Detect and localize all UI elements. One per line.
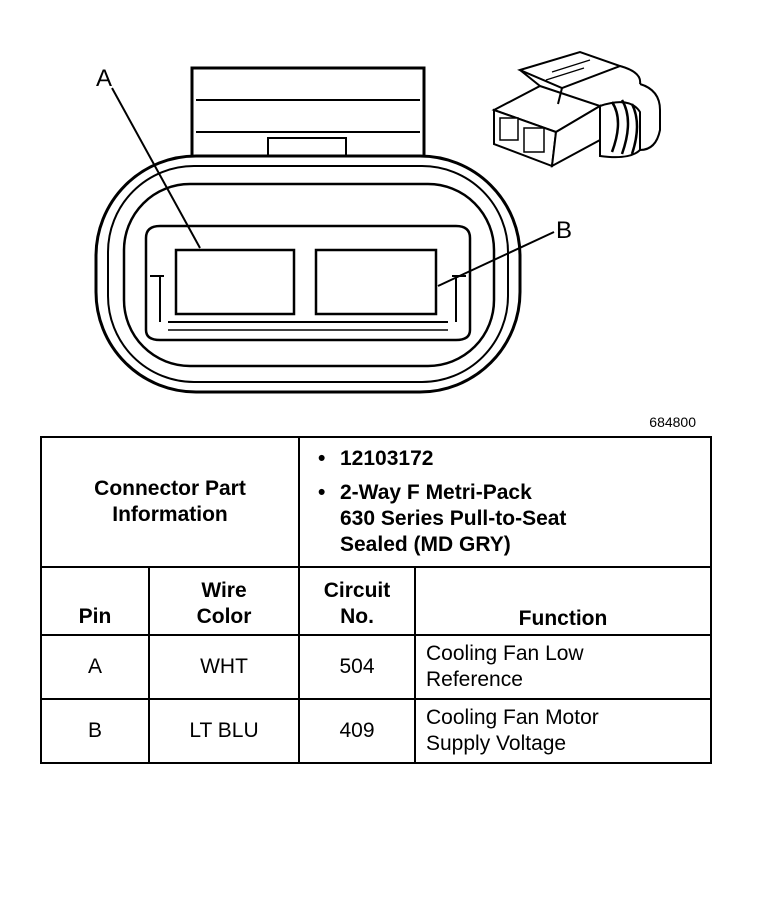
circuit-cell: 504 — [298, 634, 416, 700]
pin-cell: A — [40, 634, 150, 700]
connector-diagram: A B — [94, 50, 661, 394]
wire-color-cell: LT BLU — [148, 698, 300, 764]
part-info-label-line: Information — [112, 503, 228, 526]
part-info-label-line: Connector Part — [94, 477, 246, 500]
part-description-line: Sealed (MD GRY) — [340, 533, 511, 556]
connector-perspective-drawing — [491, 50, 661, 168]
part-description-line: 2-Way F Metri-Pack — [340, 481, 532, 504]
circuit-header: Circuit No. — [298, 566, 416, 636]
table-row: B LT BLU 409 Cooling Fan Motor Supply Vo… — [40, 698, 712, 764]
connector-face-drawing — [94, 66, 522, 394]
part-info-row: Connector Part Information 12103172 2-Wa… — [40, 436, 712, 568]
figure-id: 684800 — [649, 414, 696, 430]
circuit-cell: 409 — [298, 698, 416, 764]
wire-color-header: Wire Color — [148, 566, 300, 636]
pin-cell: B — [40, 698, 150, 764]
part-number: 12103172 — [318, 446, 710, 472]
wire-color-cell: WHT — [148, 634, 300, 700]
pin-header: Pin — [40, 566, 150, 636]
part-description: 2-Way F Metri-Pack 630 Series Pull-to-Se… — [318, 480, 710, 558]
part-info-list: 12103172 2-Way F Metri-Pack 630 Series P… — [300, 446, 710, 558]
part-number-text: 12103172 — [340, 447, 434, 470]
part-info-label: Connector Part Information — [40, 436, 300, 568]
part-info-details: 12103172 2-Way F Metri-Pack 630 Series P… — [298, 436, 712, 568]
callout-a-label: A — [96, 65, 112, 92]
callout-leaders — [111, 87, 555, 287]
connector-table: Connector Part Information 12103172 2-Wa… — [40, 436, 712, 764]
function-header: Function — [414, 566, 712, 636]
callout-b-label: B — [556, 217, 572, 244]
table-row: A WHT 504 Cooling Fan Low Reference — [40, 634, 712, 700]
function-cell: Cooling Fan Low Reference — [414, 634, 712, 700]
part-description-line: 630 Series Pull-to-Seat — [340, 507, 567, 530]
column-header-row: Pin Wire Color Circuit No. Function — [40, 566, 712, 636]
function-cell: Cooling Fan Motor Supply Voltage — [414, 698, 712, 764]
